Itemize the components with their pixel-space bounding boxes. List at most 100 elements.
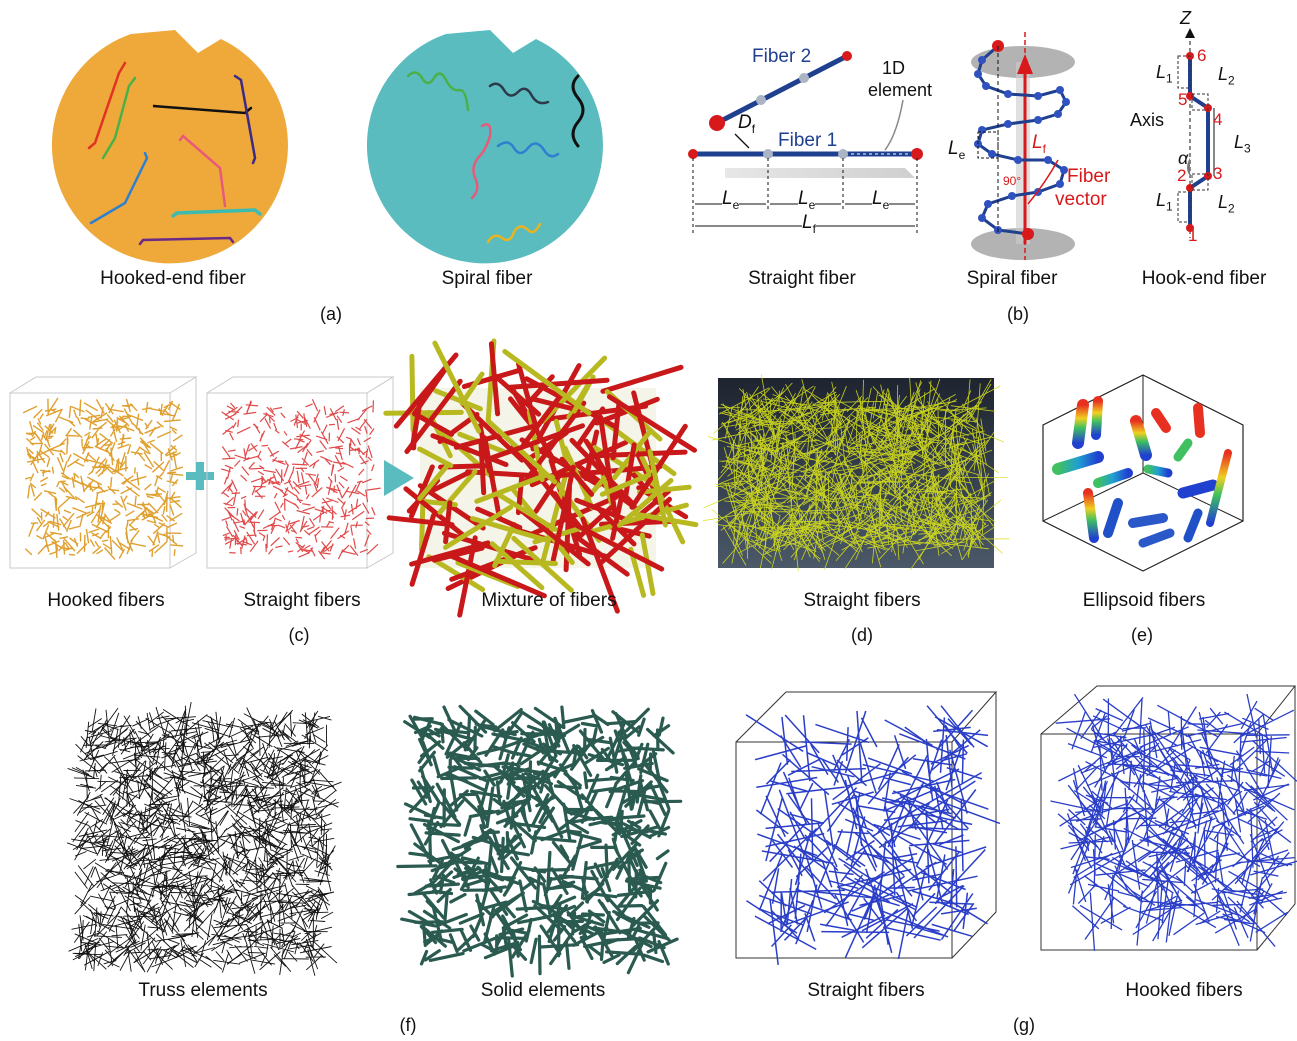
fiber-segment (204, 762, 223, 775)
fiber-segment (311, 829, 330, 847)
fiber-segment (247, 951, 264, 954)
fiber-segment (771, 868, 780, 904)
fiber-segment (1080, 751, 1137, 774)
fiber-segment (930, 744, 970, 765)
fiber-segment (1161, 876, 1170, 924)
fiber-segment (836, 468, 867, 521)
fiber-segment (259, 822, 282, 845)
fiber-segment (76, 543, 88, 555)
fiber-segment (126, 846, 150, 857)
fiber-segment (1216, 777, 1230, 827)
fiber-segment (88, 904, 104, 918)
fiber-segment (91, 523, 108, 533)
fiber-segment (128, 920, 137, 945)
fiber-vector-line1: Fiber (1067, 166, 1111, 187)
fiber-segment (229, 835, 240, 860)
fiber-segment (1169, 833, 1183, 872)
fiber-segment (211, 862, 217, 881)
fiber-segment (304, 485, 308, 495)
fiber-segment (449, 892, 467, 904)
fiber-segment (795, 399, 836, 430)
fiber-segment (302, 836, 313, 860)
fiber-segment (583, 771, 589, 790)
fiber-segment (867, 857, 914, 885)
fiber-segment (963, 431, 995, 480)
fiber-segment (172, 434, 183, 442)
fiber-segment (313, 482, 318, 492)
fiber-segment (132, 741, 157, 744)
fiber-segment (155, 949, 163, 961)
fiber-segment (171, 428, 177, 435)
fiber-segment (261, 444, 269, 447)
fiber-segment (505, 830, 510, 854)
fiber-segment (1182, 785, 1198, 801)
fiber-segment (366, 543, 379, 555)
fiber-segment (134, 847, 146, 857)
fiber-segment (151, 877, 169, 891)
fiber-segment (474, 709, 495, 727)
fiber-segment (217, 892, 239, 920)
fiber-segment (115, 791, 134, 808)
fiber-segment (252, 719, 260, 733)
fiber-segment (298, 825, 323, 829)
fiber-segment (887, 532, 921, 546)
fiber-segment (167, 821, 176, 838)
fiber-segment (856, 526, 905, 539)
fiber-segment (54, 409, 63, 423)
fiber-segment (97, 504, 102, 523)
fiber-segment (148, 790, 153, 817)
fiber-segment (301, 548, 313, 552)
fiber-segment (411, 367, 448, 417)
fiber-segment (74, 894, 87, 904)
fiber-segment (347, 503, 362, 514)
fiber-segment (1167, 711, 1172, 736)
fiber-segment (91, 808, 101, 823)
hook-node-5: 5 (1178, 90, 1188, 109)
fiber-segment (303, 416, 311, 429)
fiber-segment (856, 408, 874, 457)
fiber-segment (223, 476, 228, 485)
fiber-segment (818, 516, 824, 542)
fiber-segment (81, 440, 90, 455)
fiber-segment (812, 391, 837, 406)
fiber-segment (1073, 852, 1113, 879)
fiber-segment (237, 718, 260, 736)
fiber-segment (190, 824, 207, 829)
fiber-segment (736, 491, 749, 546)
fiber-segment (176, 880, 183, 899)
fiber-segment (244, 443, 250, 457)
fiber-segment (834, 395, 839, 448)
fiber-segment (848, 474, 854, 497)
fiber-segment (308, 474, 318, 487)
fiber-segment (84, 866, 94, 886)
fiber-segment (309, 459, 320, 468)
fiber-segment (481, 900, 509, 911)
fiber-segment (217, 885, 222, 919)
fiber-segment (116, 416, 126, 424)
fiber-segment (163, 746, 184, 755)
fiber-segment (904, 488, 920, 517)
fiber-segment (732, 436, 775, 458)
fiber-segment (273, 939, 280, 951)
fiber-segment (168, 803, 173, 818)
fiber-segment (118, 852, 126, 874)
fiber-segment (1175, 774, 1192, 794)
fiber-segment (587, 909, 606, 924)
fiber-segment (161, 716, 179, 724)
fiber-segment (1135, 890, 1158, 929)
fiber-segment (308, 526, 320, 535)
fiber-segment (1240, 736, 1287, 743)
fiber-segment (239, 756, 269, 765)
fiber-segment (122, 791, 140, 799)
fiber-segment (271, 898, 284, 904)
fiber-segment (367, 445, 373, 459)
fiber-segment (409, 353, 416, 433)
fiber-segment (88, 528, 100, 534)
fiber-segment (543, 784, 574, 816)
fiber-segment (109, 797, 121, 821)
fiber-segment (550, 867, 569, 895)
fiber-segment (743, 407, 748, 462)
fiber-segment (258, 532, 265, 537)
fiber-segment (303, 857, 308, 870)
fiber-segment (102, 443, 113, 446)
